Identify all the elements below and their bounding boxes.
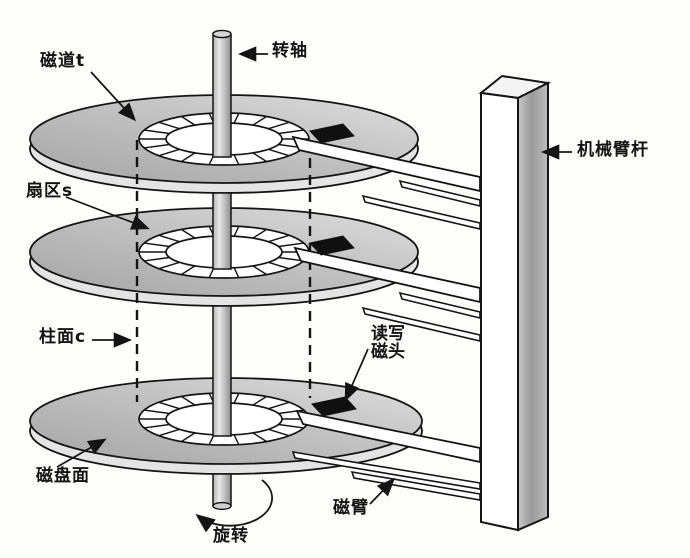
sector-tick [158,428,180,437]
sector-tick [144,242,170,248]
sector-tick [181,432,196,443]
leader-arrow-arm [369,477,396,505]
label-rotation: 旋转 [213,526,249,546]
rw-head-top [309,123,355,144]
sector-tick [252,432,267,443]
sector-tick [158,148,180,157]
sector-tick [144,129,170,135]
sector-tick [181,115,196,126]
spindle-shaft [212,29,232,511]
sector-tick [268,401,290,410]
label-arm: 磁臂 [333,498,369,518]
sector-tick [144,143,170,149]
sector-tick [252,115,267,126]
rotation-arrow [195,479,273,533]
label-cylinder: 柱面c [39,327,87,347]
label-disk-surface: 磁盘面 [36,466,90,486]
sector-tick [233,393,240,404]
sector-tick [233,267,240,278]
sector-tick [252,228,267,239]
spindle-bottom-cap [212,501,232,511]
sector-tick [233,154,240,165]
spindle-top-cap [212,29,232,39]
rw-head-middle [309,235,355,256]
label-track: 磁道t [40,51,86,71]
leader-arrow-disk-surface [56,438,107,468]
sector-tick [278,129,304,135]
sector-tick [158,261,180,270]
pole-side-face [517,81,549,532]
sector-tick [268,428,290,437]
actuator-arms [291,123,481,464]
sector-tick [144,409,170,415]
sector-tick [233,434,240,445]
sector-tick [278,256,304,262]
sector-tick [181,395,196,406]
sector-tick [181,265,196,276]
sector-tick [278,423,304,429]
sector-tick [252,395,267,406]
sector-tick [233,226,240,237]
sector-tick [233,113,240,124]
sector-tick [268,148,290,157]
sector-tick [181,228,196,239]
sector-tick [144,256,170,262]
sector-tick [268,234,290,243]
label-rw-head: 读写磁头 [371,324,405,362]
label-spindle: 转轴 [272,41,308,61]
sector-ticks [139,393,309,445]
leader-arrow-track [90,71,137,122]
sector-tick [268,261,290,270]
sector-tick [144,423,170,429]
label-actuator-pole: 机械臂杆 [577,140,649,160]
sector-tick [181,152,196,163]
sector-tick [158,234,180,243]
sector-tick [252,265,267,276]
leader-arrow-sector [65,196,150,230]
leader-arrows [56,46,572,505]
label-sector: 扇区s [26,181,74,201]
pole-front-face [480,91,519,532]
sector-tick [278,242,304,248]
sector-tick [268,121,290,130]
sector-tick [158,121,180,130]
leader-arrow-rw-head [344,348,369,402]
actuator-pole [478,74,552,532]
sector-tick [158,401,180,410]
sector-tick [252,152,267,163]
